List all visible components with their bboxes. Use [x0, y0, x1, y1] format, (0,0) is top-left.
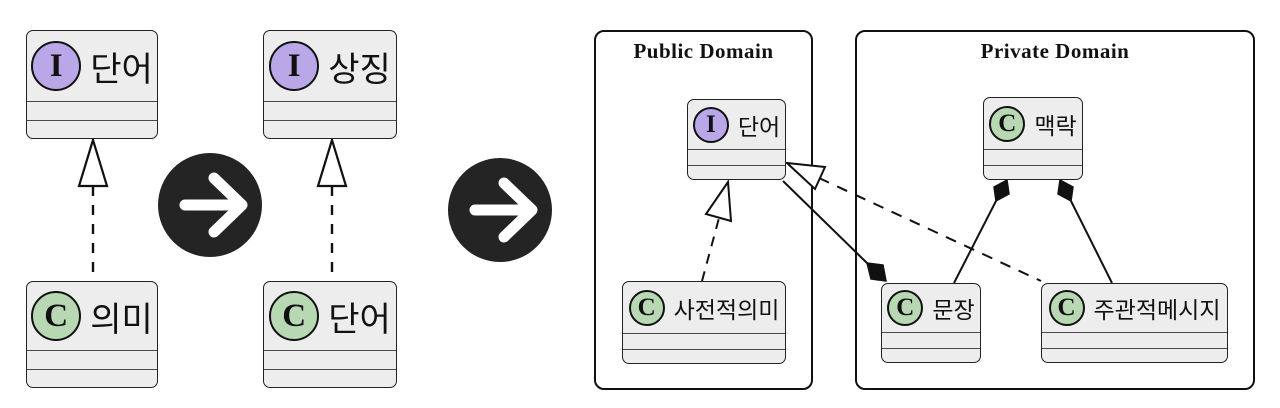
- fields-compartment: [27, 101, 157, 120]
- fields-compartment: [1042, 332, 1227, 348]
- public-domain-title: Public Domain: [633, 39, 774, 63]
- methods-compartment: [688, 165, 785, 179]
- class-box-title: C 사전적의미: [623, 282, 785, 333]
- interface-badge-icon: I: [692, 106, 729, 143]
- methods-compartment: [264, 120, 396, 138]
- methods-compartment: [984, 165, 1082, 179]
- class-name: 상징: [328, 51, 391, 89]
- class-box-sajeonjeokuimi: C 사전적의미: [622, 281, 786, 364]
- class-name: 주관적메시지: [1093, 298, 1221, 323]
- class-name: 문장: [932, 298, 975, 323]
- class-badge-icon: C: [887, 290, 924, 326]
- class-name: 단어: [90, 51, 153, 89]
- class-badge-icon: C: [989, 105, 1026, 142]
- interface-badge-icon: I: [269, 41, 320, 91]
- class-box-title: C 의미: [27, 282, 157, 350]
- methods-compartment: [1042, 348, 1227, 362]
- fields-compartment: [882, 332, 980, 348]
- class-badge-icon: C: [31, 291, 82, 341]
- realization-edge-uimi-daneo: [77, 136, 109, 280]
- fields-compartment: [264, 101, 396, 120]
- class-box-title: I 상징: [264, 31, 396, 101]
- class-box-title: I 단어: [688, 100, 785, 149]
- class-name: 단어: [737, 114, 781, 140]
- class-box-maengnak: C 맥락: [983, 97, 1083, 180]
- class-badge-icon: C: [1048, 290, 1085, 326]
- fields-compartment: [688, 149, 785, 165]
- class-badge-icon: C: [269, 291, 320, 341]
- realization-edge-daneo-sangjing: [316, 136, 348, 280]
- interface-badge-icon: I: [31, 41, 82, 91]
- private-domain-title: Private Domain: [980, 39, 1130, 63]
- arrow-right-icon: [448, 158, 552, 262]
- methods-compartment: [27, 369, 157, 387]
- class-box-interface-daneo-step1: I 단어: [26, 30, 158, 139]
- methods-compartment: [623, 349, 785, 363]
- class-box-interface-daneo-public: I 단어: [687, 99, 786, 180]
- class-name: 단어: [328, 301, 391, 339]
- class-box-title: C 맥락: [984, 98, 1082, 149]
- class-box-munjang: C 문장: [881, 283, 981, 363]
- arrow-right-icon: [158, 153, 262, 257]
- class-box-daneo-step2: C 단어: [263, 281, 397, 388]
- class-name: 맥락: [1034, 113, 1077, 139]
- class-box-title: C 문장: [882, 284, 980, 332]
- class-box-uimi: C 의미: [26, 281, 158, 388]
- class-box-jugwanjeokmesiji: C 주관적메시지: [1041, 283, 1228, 363]
- methods-compartment: [882, 348, 980, 362]
- fields-compartment: [27, 350, 157, 369]
- class-box-title: C 주관적메시지: [1042, 284, 1227, 332]
- fields-compartment: [623, 333, 785, 349]
- methods-compartment: [27, 120, 157, 138]
- class-box-title: I 단어: [27, 31, 157, 101]
- class-name: 의미: [90, 301, 153, 339]
- fields-compartment: [264, 350, 396, 369]
- class-box-title: C 단어: [264, 282, 396, 350]
- class-name: 사전적의미: [673, 297, 780, 323]
- class-badge-icon: C: [628, 289, 665, 326]
- methods-compartment: [264, 369, 396, 387]
- class-box-interface-sangjing: I 상징: [263, 30, 397, 139]
- fields-compartment: [984, 149, 1082, 165]
